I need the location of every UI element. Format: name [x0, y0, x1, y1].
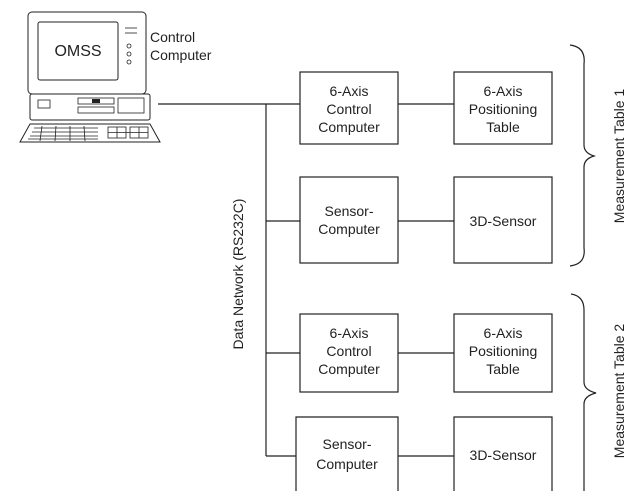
network-lines: [158, 103, 454, 457]
measurement-table-1-group: 6-Axis Control Computer 6-Axis Positioni…: [299, 44, 597, 267]
box-text: Control: [326, 343, 371, 359]
control-computer-label-line-1: Control: [150, 29, 195, 45]
box-text: Computer: [318, 119, 380, 135]
3d-sensor-2-box: [453, 416, 553, 491]
measurement-table-1-label: Measurement Table 1: [611, 89, 626, 224]
box-text: Sensor-: [322, 436, 371, 452]
3d-sensor-1-box: [453, 176, 553, 264]
box-text: Sensor-: [324, 203, 373, 219]
measurement-table-2-brace: [570, 293, 597, 491]
sensor-computer-2-box: [295, 416, 399, 491]
box-text: Table: [486, 361, 520, 377]
box-text: 6-Axis: [330, 83, 369, 99]
control-computer-2-box: [299, 313, 399, 393]
box-text: Computer: [318, 221, 380, 237]
control-computer-1-box: [299, 71, 399, 145]
control-computer-label-line-2: Computer: [150, 47, 212, 63]
sensor-computer-1-box: [299, 176, 399, 264]
box-text: Table: [486, 119, 520, 135]
box-text: Computer: [318, 361, 380, 377]
box-text: 6-Axis: [484, 83, 523, 99]
box-text: 3D-Sensor: [470, 447, 537, 463]
box-text: Positioning: [469, 101, 538, 117]
control-computer-icon: [19, 11, 161, 143]
data-network-label: Data Network (RS232C): [230, 199, 246, 350]
measurement-table-1-brace: [569, 44, 597, 267]
box-text: 6-Axis: [330, 325, 369, 341]
measurement-table-2-group: 6-Axis Control Computer 6-Axis Positioni…: [295, 293, 597, 491]
box-text: 6-Axis: [484, 325, 523, 341]
positioning-table-2-box: [453, 313, 553, 393]
box-text: Computer: [316, 456, 378, 472]
box-text: 3D-Sensor: [470, 213, 537, 229]
omss-screen-label: OMSS: [54, 43, 101, 60]
box-text: Positioning: [469, 343, 538, 359]
box-text: Control: [326, 101, 371, 117]
positioning-table-1-box: [453, 71, 553, 145]
measurement-table-2-label: Measurement Table 2: [611, 324, 626, 459]
